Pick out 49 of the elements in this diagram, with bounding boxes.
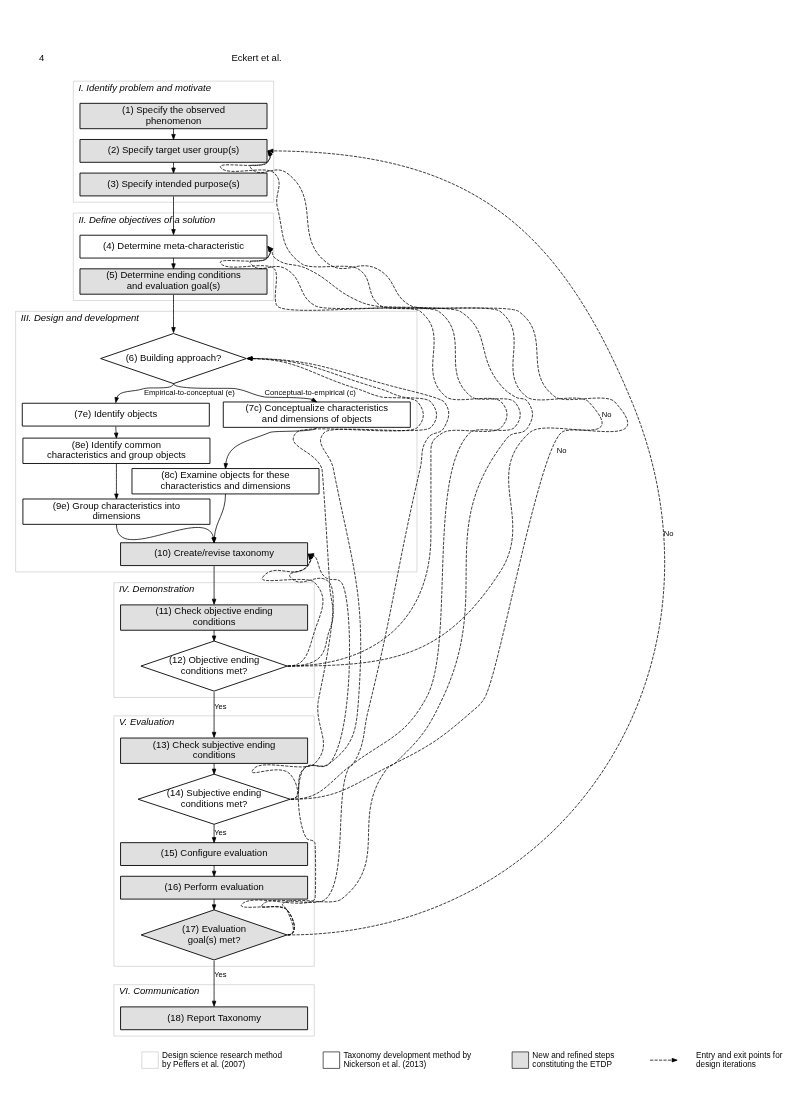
node-box: (5) Determine ending conditions and evaluation goal(s) [79, 267, 268, 295]
arrow [171, 161, 176, 173]
node-box: (8e) Identify common characteristics and group objects [22, 437, 211, 464]
arrow [211, 691, 217, 738]
node-box: (8c) Examine objects for these characteristics and dimensions [131, 467, 320, 494]
node-box: (16) Perform evaluation [120, 875, 309, 900]
arrow [211, 864, 217, 877]
arrow [223, 426, 318, 469]
arrow [171, 195, 176, 235]
arrow [211, 823, 217, 843]
node-box: (10) Create/revise taxonomy [120, 541, 309, 566]
arrow [267, 148, 664, 935]
arrow [211, 629, 217, 641]
arrow [249, 150, 628, 800]
node-box: (7c) Conceptualize characteristics and dimensions of objects [222, 401, 411, 428]
node-box: (7e) Identify objects [21, 402, 210, 427]
node-box: (4) Determine meta-characteristic [79, 234, 268, 258]
node-box: (1) Specify the observed phenomenon [79, 102, 268, 129]
arrow [171, 127, 176, 140]
arrow [211, 565, 217, 605]
label: Eckert et al. [231, 51, 282, 63]
node-box: (18) Report Taxonomy [120, 1005, 309, 1030]
arrow [114, 425, 119, 438]
node-diamond: (17) Evaluation goal(s) met? [140, 908, 288, 960]
node-box: (3) Specify intended purpose(s) [79, 172, 268, 196]
arrow [211, 762, 217, 775]
arrow [246, 355, 437, 800]
node-box: (9e) Group characteristics into dimensions [22, 498, 211, 525]
node-box: (15) Configure evaluation [120, 841, 309, 866]
arrow [114, 382, 174, 403]
arrow [240, 552, 350, 935]
node-box: (2) Specify target user group(s) [79, 138, 268, 163]
arrow [173, 382, 318, 402]
node-diamond: (14) Subjective ending conditions met? [137, 773, 291, 825]
arrow [246, 355, 424, 666]
node-box: (13) Check subjective ending conditions [120, 737, 309, 764]
arrow [249, 245, 521, 800]
arrow [251, 553, 334, 800]
arrow [171, 257, 176, 269]
arrow [267, 245, 533, 935]
arrow [261, 553, 324, 666]
arrow [114, 462, 119, 499]
node-diamond: (12) Objective ending conditions met? [140, 640, 288, 692]
node-box: (11) Check objective ending conditions [120, 603, 309, 631]
arrow [171, 293, 176, 333]
node-diamond: (6) Building approach? [100, 332, 247, 384]
arrow [211, 960, 217, 1007]
label: 4 [38, 51, 45, 63]
arrow [211, 898, 217, 910]
